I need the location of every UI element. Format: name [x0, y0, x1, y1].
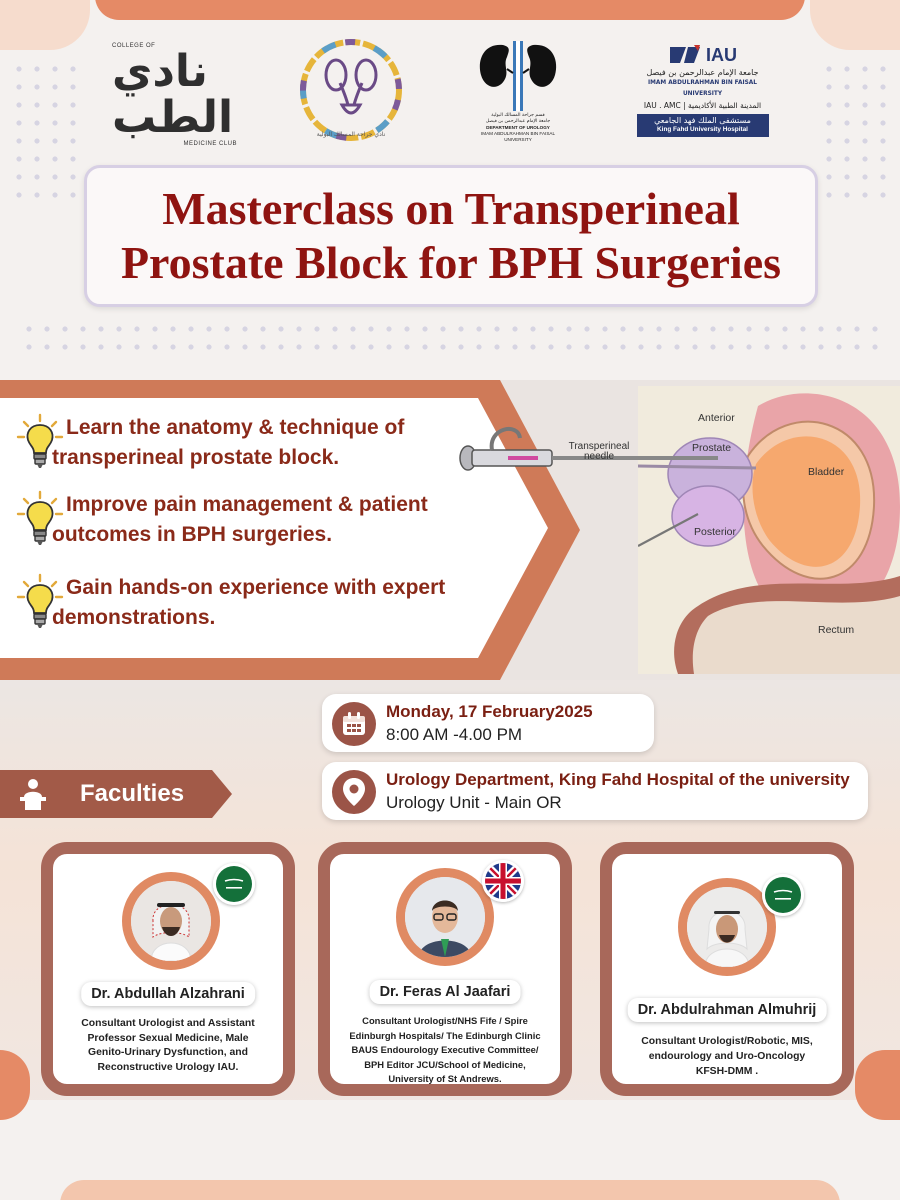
label-posterior: Posterior: [694, 526, 737, 538]
objective-item: Learn the anatomy & technique of transpe…: [16, 413, 404, 473]
objective-line-2: demonstrations.: [52, 606, 216, 629]
saudi-flag-icon: [762, 874, 804, 916]
iau-logo: IAU جامعة الإمام عبدالرحمن بن فيصل IMAM …: [630, 35, 775, 145]
hospital-banner: مستشفى الملك فهد الجامعي King Fahd Unive…: [636, 114, 769, 137]
title-card: Masterclass on Transperineal Prostate Bl…: [84, 165, 818, 307]
event-time: 8:00 AM -4.00 PM: [386, 725, 523, 744]
faculty-card: Dr. Abdullah Alzahrani Consultant Urolog…: [41, 842, 295, 1096]
logo-row: COLLEGE OF نادي الطب MEDICINE CLUB نادي …: [0, 35, 900, 155]
uk-flag-icon: [482, 860, 524, 902]
faculty-card: Dr. Abdulrahman Almuhrij Consultant Urol…: [600, 842, 854, 1096]
club-wordmark: نادي الطب: [112, 46, 234, 143]
faculty-photo: [396, 868, 494, 966]
faculty-bio: Consultant Urologist/NHS Fife / Spire Ed…: [338, 1014, 552, 1087]
faculty-bio: Consultant Urologist/Robotic, MIS, endou…: [620, 1034, 834, 1079]
university-name-en: IMAM ABDULRAHMAN BIN FAISAL UNIVERSITY: [648, 80, 757, 97]
lightbulb-icon: [16, 413, 64, 468]
map-pin-icon: [332, 770, 376, 814]
prostate-anatomy-illustration: [638, 393, 900, 674]
corner-decoration: [855, 1050, 900, 1120]
label-prostate: Prostate: [692, 442, 732, 454]
label-anterior: Anterior: [698, 412, 735, 424]
faculty-name: Dr. Abdullah Alzahrani: [81, 982, 255, 1006]
university-name-ar: جامعة الإمام عبدالرحمن بن فيصل: [646, 68, 759, 77]
bio-line: University of St Andrews.: [388, 1073, 502, 1084]
department-caption-en: DEPARTMENT OF UROLOGY: [486, 125, 550, 130]
medicine-club-logo: COLLEGE OF نادي الطب MEDICINE CLUB: [112, 43, 237, 147]
event-date: Monday, 17 February2025: [386, 702, 593, 721]
iau-wordmark: IAU: [706, 44, 737, 65]
bio-line: KFSH-DMM .: [695, 1066, 759, 1077]
bio-line: Genito-Urinary Dysfunction, and: [88, 1047, 248, 1058]
lightbulb-icon: [16, 573, 64, 628]
needle-label: Transperineal needle: [568, 441, 630, 462]
objective-line-1: Gain hands-on experience with expert: [66, 576, 446, 599]
faculty-photo: [678, 878, 776, 976]
bio-line: BPH Editor JCU/School of Medicine,: [364, 1058, 526, 1070]
department-caption-ar2: جامعة الإمام عبدالرحمن بن فيصل: [485, 119, 551, 124]
bio-line: Professor Sexual Medicine, Male: [87, 1032, 249, 1044]
bio-line: Consultant Urologist/NHS Fife / Spire: [362, 1015, 528, 1026]
label-bladder: Bladder: [808, 466, 845, 478]
objective-line-2: transperineal prostate block.: [52, 446, 340, 469]
bio-line: Consultant Urologist and Assistant: [81, 1018, 255, 1029]
bottom-band: [60, 1180, 840, 1200]
objective-line-1: Learn the anatomy & technique of: [66, 416, 405, 439]
bio-line: Reconstructive Urology IAU.: [97, 1061, 239, 1073]
dot-pattern: [10, 60, 80, 210]
dot-pattern: [20, 320, 880, 360]
dot-pattern: [820, 60, 890, 210]
faculty-bio: Consultant Urologist and Assistant Profe…: [61, 1017, 275, 1075]
faculty-card: Dr. Feras Al Jaafari Consultant Urologis…: [318, 842, 572, 1096]
bio-line: Consultant Urologist/Robotic, MIS,: [641, 1036, 813, 1047]
faculty-name: Dr. Abdulrahman Almuhrij: [627, 998, 827, 1022]
top-band: [95, 0, 805, 20]
objective-line-1: Improve pain management & patient: [66, 493, 428, 516]
faculties-label: Faculties: [80, 780, 185, 807]
hospital-name-ar: مستشفى الملك فهد الجامعي: [654, 116, 751, 125]
corner-decoration: [810, 0, 900, 50]
objective-line-2: outcomes in BPH surgeries.: [52, 523, 333, 546]
bio-line: Edinburgh Hospitals/ The Edinburgh Clini…: [349, 1029, 541, 1041]
saudi-flag-icon: [213, 863, 255, 905]
objective-item: Improve pain management & patient outcom…: [16, 490, 428, 550]
date-info: Monday, 17 February2025 8:00 AM -4.00 PM: [322, 694, 654, 752]
amc-line: IAU . AMC | المدينة الطبية الأكاديمية: [643, 101, 762, 110]
lightbulb-icon: [16, 490, 64, 545]
faculty-photo: [122, 872, 220, 970]
urology-club-caption: نادي جراحة المسالك البولية: [316, 131, 386, 138]
title-line-2: Prostate Block for BPH Surgeries: [120, 237, 782, 288]
bio-line: BAUS Endourology Executive Committee/: [351, 1044, 539, 1055]
title-line-1: Masterclass on Transperineal: [162, 183, 740, 234]
anatomy-diagram: Anterior Prostate Bladder Posterior Rect…: [638, 386, 900, 674]
department-caption-ar: قسم جراحة المسالك البولية: [491, 113, 545, 118]
faculty-name: Dr. Feras Al Jaafari: [369, 980, 521, 1004]
objective-item: Gain hands-on experience with expert dem…: [16, 573, 445, 633]
kidney-icon: [479, 41, 557, 111]
iau-mark-icon: [670, 45, 700, 63]
lecturer-icon: [20, 779, 46, 810]
urology-department-logo: قسم جراحة المسالك البولية جامعة الإمام ع…: [468, 37, 568, 145]
event-unit: Urology Unit - Main OR: [386, 793, 562, 812]
calendar-icon: [332, 702, 376, 746]
label-rectum: Rectum: [818, 624, 855, 636]
department-caption-en2: IMAM ABDULRAHMAN BIN FAISAL UNIVERSITY: [480, 131, 556, 142]
club-caption-bottom: MEDICINE CLUB: [183, 141, 237, 147]
venue-info: Urology Department, King Fahd Hospital o…: [322, 762, 868, 820]
objectives-panel: [0, 398, 548, 658]
club-caption-top: COLLEGE OF: [112, 43, 156, 49]
urology-club-logo: نادي جراحة المسالك البولية: [296, 35, 406, 145]
event-venue: Urology Department, King Fahd Hospital o…: [386, 770, 850, 789]
urology-club-emblem: [300, 39, 402, 141]
syringe-icon: [459, 427, 718, 471]
faculties-heading: Faculties: [0, 770, 232, 818]
hospital-name-en: King Fahd University Hospital: [657, 126, 748, 133]
bio-line: endourology and Uro-Oncology: [648, 1051, 806, 1062]
